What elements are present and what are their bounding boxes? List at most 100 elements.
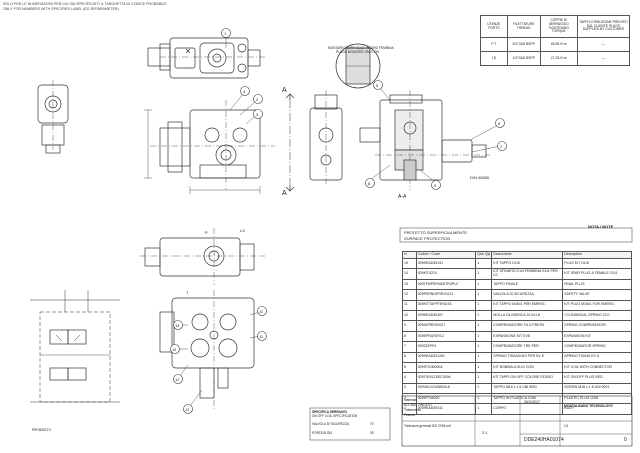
spec-title-1: SPECIFICA SERRAGGI: [312, 410, 347, 414]
port-t-label: T: [186, 290, 189, 295]
bom-cell: 009PERNOPREV0211: [415, 289, 477, 301]
balloon-label-6: 6: [498, 121, 501, 126]
bom-cell: 1: [475, 372, 493, 384]
balloon-label-8: 8: [368, 181, 371, 186]
notes-line-1: PROTETTO SUPERFICIALMENTE: [404, 230, 468, 235]
bom-cell: 009KITTAPPTENUTA: [415, 299, 477, 311]
bom-cell: BODY: [562, 403, 632, 415]
bom-cell: 009ST0JM0004: [415, 361, 477, 374]
bom-cell: 11: [402, 299, 417, 311]
bom-cell: TAPPO FINALE: [491, 278, 564, 291]
bill-of-materials: N Codice / Code Qtà/ Qty Descrizione Des…: [402, 251, 632, 415]
bom-cell: 1: [475, 382, 493, 395]
side-section-view: [309, 90, 343, 185]
bom-cell: KIT SFINATOI G1/4 FEMMINA G1/4 PER LS: [491, 268, 564, 280]
hydraulic-schematic: [30, 290, 120, 403]
tb-scale: 2:1: [482, 430, 488, 435]
bom-cell: 5: [402, 361, 417, 374]
thread-note-1: MONTARE I TAPPI SOLO IN GIRO FEMMINA: [328, 46, 394, 50]
bom-cell: 1: [475, 257, 493, 270]
bom-cell: 1: [475, 351, 493, 363]
bom-cell: SPRING FIXING EV 8: [562, 351, 632, 363]
bom-cell: KIT TAPPI ON OFF COLORE ROSSO: [491, 372, 564, 384]
port-ls-label: LS: [240, 228, 245, 233]
bom-cell: 009HEAD2012W: [415, 351, 477, 363]
notes-frame: [399, 227, 633, 243]
bom-cell: 14: [402, 268, 417, 280]
bom-cell: 8: [402, 330, 417, 343]
tb-finish-label: Finitura: [404, 413, 415, 417]
bom-cell: 1: [475, 403, 493, 415]
balloon-label-13: 13: [185, 407, 190, 412]
tb-general-tol: Tolleranze generali ISO 2768-mK: [404, 424, 451, 428]
bom-col-qty: Qtà/ Qty: [475, 251, 493, 259]
tb-sheet: 1/1: [564, 424, 569, 428]
spec-row2-label: PORTATA SUI: [312, 431, 333, 435]
bom-cell: 1: [475, 361, 493, 374]
section-a-label-left: A: [282, 87, 287, 94]
notes-title: NOTA / NOTE: [588, 224, 614, 229]
balloon-label-10: 10: [259, 309, 264, 314]
bom-cell: KIT COIL WITH CONNECTOR: [562, 361, 632, 374]
tb-date: 30/10/2017: [524, 400, 540, 404]
bom-cell: 00942PREG0027: [415, 320, 477, 332]
port-thread-table: UTENZE PORTS FILETTATURE THREAD COPPIE D…: [480, 15, 631, 66]
bom-cell: CYLINDRICAL SPRING 22.0: [562, 309, 632, 322]
bom-cell: 1: [475, 278, 493, 291]
bom-cell: PLUG KIT G1/8: [562, 257, 632, 270]
bom-cell: 3: [402, 382, 417, 395]
col-thread: FILETTATURE THREAD: [506, 15, 541, 38]
bom-cell: 15: [402, 257, 417, 270]
bottom-front-view: [159, 290, 255, 410]
bom-cell: 009VALVOL8W00L8: [415, 382, 477, 395]
bom-cell: 1: [475, 393, 493, 405]
port-p-label: P: [205, 230, 208, 235]
balloon-label-4: 4: [243, 89, 246, 94]
detail-circle: [335, 43, 381, 89]
balloon-label-5: 5: [376, 83, 379, 88]
bom-cell: 009HEAD35131: [415, 257, 477, 270]
balloon-label-15: 15: [172, 347, 177, 352]
bom-cell: ESPANSIONE KIT EV8: [491, 330, 564, 343]
balloon-label-1: 1: [224, 31, 227, 36]
tb-drawing-no: DDE240HA01074: [524, 437, 564, 443]
bom-cell: VALVOLA DI SICUREZZA: [491, 289, 564, 301]
bom-cell: KIT TAPPO M16x1 PER EMERG.: [491, 299, 564, 311]
spec-title-2: ON OFF COIL SPECIFICATION: [312, 414, 358, 418]
balloon-label-2: 2: [256, 97, 259, 102]
bom-cell: 00922EPR1: [415, 341, 477, 353]
bom-cell: PLASTIC PLUG G3/8: [562, 393, 632, 405]
bom-cell: 9: [402, 320, 417, 332]
bom-cell: 4: [402, 372, 417, 384]
bom-cell: 009TFMPERNASTR4PL0: [415, 278, 477, 291]
balloon-label-14: 14: [175, 323, 180, 328]
bom-cell: COMPENSATORE FILO PRESS: [491, 320, 564, 332]
bom-cell: SAFETY VALVE: [562, 289, 632, 301]
bom-cell: 009T0031ZSEC0004: [415, 372, 477, 384]
section-arrows: [285, 93, 295, 192]
bom-cell: COMPENSATORE TRE PER: [491, 341, 564, 353]
leader-lines: [178, 36, 501, 407]
tb-treatment-label: Trattamento: [404, 408, 422, 412]
bom-cell: 10: [402, 309, 417, 322]
din-label: DIN 45650: [470, 175, 490, 180]
bom-cell: KIT PLUG M16x1 FOR EMERG.: [562, 299, 632, 311]
bom-cell: 009EPRATER12: [415, 330, 477, 343]
bom-cell: 1: [475, 320, 493, 332]
bom-cell: KIT SPAR PLUG & FEMALE G1/4: [562, 268, 632, 280]
bom-cell: 1: [475, 341, 493, 353]
tb-material-value: ACCIAIO ZINCATO: [404, 403, 432, 407]
